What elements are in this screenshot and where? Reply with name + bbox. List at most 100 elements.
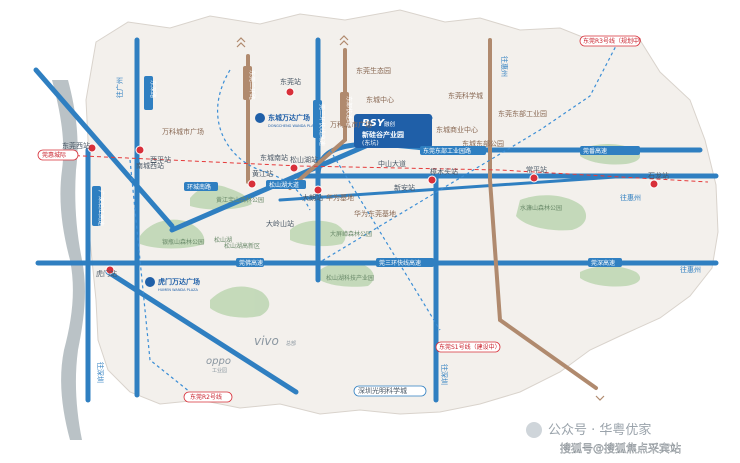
metro-line-huizhou [488,38,598,390]
svg-text:东莞R3号线（规划中）: 东莞R3号线（规划中） [583,37,645,45]
vivo-label: vivo [254,334,279,348]
svg-text:莞惠城际: 莞惠城际 [42,151,66,159]
district-region [85,9,719,415]
station-huangjiang [247,179,257,189]
svg-text:华为基地: 华为基地 [326,193,354,202]
dashed-line-r2 [129,159,191,393]
wanda-humen-label: 虎门万达广场 [158,277,200,286]
svg-text:石龙站: 石龙站 [648,171,669,180]
svg-text:莞佛高速: 莞佛高速 [239,259,263,267]
svg-text:樟木头站: 樟木头站 [430,167,458,176]
svg-text:大屏嶂森林公园: 大屏嶂森林公园 [330,230,372,238]
svg-text:银瓶山森林公园: 银瓶山森林公园 [162,238,204,246]
landmark-labels: 万科城市广场 万科城市广场 东莞生态园 东城中心 东莞科学城 东莞东部工业园 东… [162,66,562,282]
svg-text:莞三环快线高速: 莞三环快线高速 [318,104,326,146]
svg-text:万科城市广场: 万科城市广场 [162,127,204,136]
landmark-vivo: vivo 总部 [254,334,296,348]
wanda-dongcheng-label: 东城万达广场 [268,113,310,122]
svg-text:莞深高速: 莞深高速 [591,259,615,267]
metro-line-main [288,48,347,190]
svg-text:东莞西站: 东莞西站 [62,141,90,150]
stations [87,87,659,275]
svg-text:东城东部公园: 东城东部公园 [462,139,504,148]
chevron-up-icon [236,37,246,48]
svg-text:东部快速路: 东部快速路 [345,96,353,126]
svg-text:环城南路: 环城南路 [187,183,211,191]
svg-text:大朗站: 大朗站 [302,193,323,202]
dashed-line-ring [217,69,311,211]
svg-text:往惠州: 往惠州 [500,56,509,77]
svg-text:东莞生态园: 东莞生态园 [356,66,391,75]
svg-text:黄江宝山森林公园: 黄江宝山森林公园 [216,196,264,204]
watermark: 公众号 · 华粤优家 搜狐号@搜狐焦点采宾站 [526,422,681,455]
landmark-wanda-dongcheng: 东城万达广场 DONGCHENG WANDA PLAZA [255,113,319,128]
svg-text:东莞二环路: 东莞二环路 [248,70,256,100]
svg-text:往惠州: 往惠州 [680,265,701,274]
wanda-humen-en: HUMEN WANDA PLAZA [158,288,199,292]
station-zhangmutou [427,175,437,185]
vertical-labels: 东深路 东莞二环路 莞三环快线高速 东部快速路 广深沿江高速 [92,66,353,226]
hill-shapes [140,144,641,318]
project-line3: (东坑) [362,139,379,147]
expressway-east-diag [278,174,632,202]
svg-text:中山大道: 中山大道 [378,159,406,168]
svg-text:虎门站: 虎门站 [96,269,117,278]
watermark-line2: 搜狐号@搜狐焦点采宾站 [560,441,681,455]
dashed-line-r3 [319,41,619,263]
svg-text:西平站: 西平站 [150,155,171,164]
station-xiping [135,145,145,155]
expressway-diagonal-right [105,269,299,395]
svg-text:黄江站: 黄江站 [252,169,273,178]
expressway-diagonal-left [33,67,175,229]
svg-text:万科城市广场: 万科城市广场 [330,120,372,129]
svg-text:东莞站: 东莞站 [280,77,301,86]
landmark-oppo: oppo 工业园 [206,356,231,374]
station-dongguan [285,87,295,97]
station-dalang [313,185,323,195]
svg-text:东城中心: 东城中心 [366,95,394,104]
svg-text:莞三环快线高速: 莞三环快线高速 [379,259,421,267]
svg-text:东莞R2号线: 东莞R2号线 [190,393,222,401]
landmark-wanda-humen: 虎门万达广场 HUMEN WANDA PLAZA [145,277,200,292]
svg-text:大岭山站: 大岭山站 [266,219,294,228]
chevron-down-icon [595,395,605,401]
station-dongguan-west [87,143,97,153]
svg-text:水濂山森林公园: 水濂山森林公园 [520,204,562,212]
svg-text:常平站: 常平站 [526,165,547,174]
svg-text:东城商业中心: 东城商业中心 [436,125,478,134]
svg-text:东莞东部工业园路: 东莞东部工业园路 [423,147,471,155]
svg-text:莞番高速: 莞番高速 [583,147,607,155]
svg-text:广深沿江高速: 广深沿江高速 [97,190,105,226]
svg-text:松山湖: 松山湖 [214,236,232,244]
vivo-cn: 总部 [286,340,296,347]
svg-text:东城南站: 东城南站 [260,153,288,162]
project-line2: 新硅谷产业园 [362,130,404,139]
svg-text:松山湖科技产业园: 松山湖科技产业园 [326,274,374,282]
svg-text:往深圳: 往深圳 [96,362,105,383]
svg-text:松山湖站: 松山湖站 [290,155,318,164]
svg-text:东深路: 东深路 [149,80,157,98]
project-logo: BSY [362,118,386,129]
highway-labels: 环城南路 松山湖大道 莞佛高速 莞三环快线高速 莞深高速 莞番高速 东莞东部工业… [184,146,640,267]
dashed-line-rail [61,154,709,183]
station-songshan [289,163,299,173]
direction-labels: 往广州 往惠州 往惠州 往惠州 往深圳 往深圳 [96,56,701,385]
oppo-label: oppo [206,356,231,367]
svg-text:东莞S1号线（建设中）: 东莞S1号线（建设中） [439,343,501,351]
svg-text:松山湖高新区: 松山湖高新区 [224,242,260,250]
station-labels: 东莞西站 虎门站 东莞站 西平站 黄江站 松山湖站 东城南站 樟木头站 常平站 … [62,77,669,278]
svg-text:东莞东部工业园: 东莞东部工业园 [498,109,547,118]
oppo-cn: 工业园 [212,367,227,374]
project-card[interactable]: BSY 融创 新硅谷产业园 (东坑) [354,114,432,148]
svg-text:南城西站: 南城西站 [136,161,164,170]
chevron-up-icon-2 [339,35,349,46]
svg-text:往惠州: 往惠州 [620,193,641,202]
station-humen [105,265,115,275]
station-changping [529,173,539,183]
wanda-dongcheng-en: DONGCHENG WANDA PLAZA [268,124,319,128]
dashed-line-s1 [329,149,441,331]
svg-text:往深圳: 往深圳 [440,364,449,385]
svg-text:东莞科学城: 东莞科学城 [448,91,483,100]
